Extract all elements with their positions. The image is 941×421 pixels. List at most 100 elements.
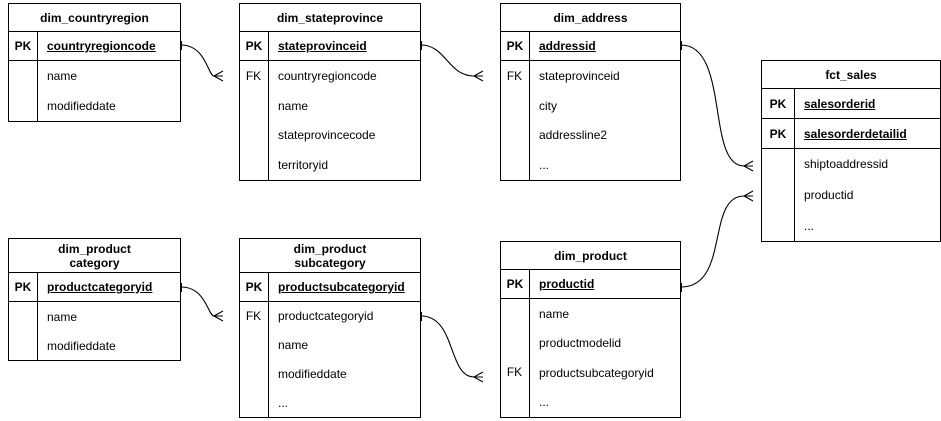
attribute-list: stateprovinceid city addressline2 ... bbox=[530, 61, 680, 180]
relationship-subcategory-product bbox=[420, 315, 475, 378]
key-row-addressid[interactable]: PK addressid bbox=[501, 32, 680, 61]
key-row-salesorderid[interactable]: PK salesorderid bbox=[762, 89, 940, 119]
relationship-address-fctsales bbox=[680, 44, 745, 167]
relationship-stateprovince-address bbox=[420, 44, 475, 77]
attribute-row: stateprovinceid bbox=[539, 68, 620, 83]
one-tick-stateprovince bbox=[417, 41, 426, 50]
entity-title-dim-countryregion: dim_countryregion bbox=[9, 4, 180, 32]
key-marker: PK bbox=[501, 32, 530, 60]
attribute-gutter: FK bbox=[240, 61, 269, 180]
attribute-gutter: FK bbox=[501, 61, 530, 180]
key-name-cell: productid bbox=[530, 277, 680, 291]
key-marker: PK bbox=[240, 32, 269, 60]
attribute-gutter bbox=[9, 302, 38, 360]
attribute-list: shiptoaddressid productid ... bbox=[795, 149, 940, 241]
attribute-section-dim-productsubcategory: FK productcategoryid name modifieddate .… bbox=[240, 302, 420, 417]
entity-title-dim-stateprovince: dim_stateprovince bbox=[240, 4, 420, 32]
crowfoot-stateprovince bbox=[213, 70, 224, 82]
attribute-list: name productmodelid productsubcategoryid… bbox=[530, 299, 680, 417]
key-marker: PK bbox=[9, 32, 38, 60]
one-tick-product bbox=[677, 283, 686, 292]
attribute-list: productcategoryid name modifieddate ... bbox=[269, 302, 420, 417]
foreign-key-marker: FK bbox=[506, 69, 523, 83]
attribute-section-fct-sales: shiptoaddressid productid ... bbox=[762, 149, 940, 241]
key-name-cell: salesorderid bbox=[795, 97, 940, 111]
one-tick-address bbox=[677, 41, 686, 50]
attribute-row: name bbox=[539, 306, 570, 321]
attribute-row: productsubcategoryid bbox=[539, 365, 654, 380]
entity-dim-stateprovince[interactable]: dim_stateprovince PK stateprovinceid FK … bbox=[239, 3, 421, 181]
attribute-row: name bbox=[278, 338, 309, 353]
key-name: salesorderid bbox=[804, 96, 876, 111]
key-name: salesorderdetailid bbox=[804, 126, 907, 141]
key-name: productcategoryid bbox=[47, 280, 153, 294]
crowfoot-subcategory bbox=[213, 310, 224, 322]
crowfoot-product bbox=[473, 371, 484, 383]
key-marker: PK bbox=[240, 273, 269, 301]
key-name: productsubcategoryid bbox=[278, 280, 405, 294]
key-row-productcategoryid[interactable]: PK productcategoryid bbox=[9, 273, 180, 302]
attribute-row: ... bbox=[278, 395, 289, 410]
key-row-countryregioncode[interactable]: PK countryregioncode bbox=[9, 32, 180, 61]
attribute-row: ... bbox=[539, 158, 550, 173]
entity-dim-address[interactable]: dim_address PK addressid FK stateprovinc… bbox=[500, 3, 681, 181]
attribute-section-dim-product: FK name productmodelid productsubcategor… bbox=[501, 299, 680, 417]
entity-title-line: fct_sales bbox=[825, 67, 877, 82]
entity-title-line: category bbox=[69, 255, 120, 270]
key-marker: PK bbox=[762, 119, 795, 148]
crowfoot-fctsales-product bbox=[743, 190, 754, 202]
attribute-row: modifieddate bbox=[278, 366, 347, 381]
key-name: addressid bbox=[539, 39, 596, 53]
entity-title-line: dim_product bbox=[293, 241, 367, 256]
entity-title-line: dim_product bbox=[554, 248, 627, 263]
foreign-key-marker: FK bbox=[506, 365, 523, 379]
entity-title-dim-product: dim_product bbox=[501, 242, 680, 270]
attribute-gutter bbox=[762, 149, 795, 241]
key-name: countryregioncode bbox=[47, 39, 156, 53]
entity-fct-sales[interactable]: fct_sales PK salesorderid PK salesorderd… bbox=[761, 60, 941, 242]
attribute-section-dim-countryregion: name modifieddate bbox=[9, 61, 180, 121]
attribute-row: addressline2 bbox=[539, 128, 608, 143]
key-marker: PK bbox=[9, 273, 38, 301]
foreign-key-marker: FK bbox=[245, 69, 262, 83]
entity-title-dim-productsubcategory: dim_product subcategory bbox=[240, 239, 420, 273]
attribute-list: name modifieddate bbox=[38, 302, 180, 360]
attribute-row: countryregioncode bbox=[278, 68, 377, 83]
entity-dim-countryregion[interactable]: dim_countryregion PK countryregioncode n… bbox=[8, 3, 181, 122]
entity-title-dim-address: dim_address bbox=[501, 4, 680, 32]
key-name-cell: productsubcategoryid bbox=[269, 280, 420, 294]
key-row-productid[interactable]: PK productid bbox=[501, 270, 680, 299]
one-tick-productsubcategory bbox=[417, 312, 426, 321]
attribute-gutter bbox=[9, 61, 38, 121]
attribute-row: name bbox=[47, 309, 78, 324]
attribute-row: productcategoryid bbox=[278, 309, 374, 324]
key-name-cell: productcategoryid bbox=[38, 280, 180, 294]
entity-title-fct-sales: fct_sales bbox=[762, 61, 940, 89]
entity-title-line: dim_address bbox=[553, 10, 628, 25]
key-row-stateprovinceid[interactable]: PK stateprovinceid bbox=[240, 32, 420, 61]
entity-dim-productcategory[interactable]: dim_product category PK productcategoryi… bbox=[8, 238, 181, 361]
attribute-row: stateprovincecode bbox=[278, 128, 376, 143]
key-name: stateprovinceid bbox=[278, 39, 367, 53]
key-marker: PK bbox=[501, 270, 530, 298]
attribute-row: modifieddate bbox=[47, 338, 116, 353]
key-name-cell: countryregioncode bbox=[38, 39, 180, 53]
attribute-section-dim-productcategory: name modifieddate bbox=[9, 302, 180, 360]
attribute-section-dim-address: FK stateprovinceid city addressline2 ... bbox=[501, 61, 680, 180]
key-row-salesorderdetailid[interactable]: PK salesorderdetailid bbox=[762, 119, 940, 149]
key-row-productsubcategoryid[interactable]: PK productsubcategoryid bbox=[240, 273, 420, 302]
attribute-list: name modifieddate bbox=[38, 61, 180, 121]
entity-title-line: dim_product bbox=[58, 241, 131, 256]
entity-title-line: dim_countryregion bbox=[40, 10, 149, 25]
attribute-row: name bbox=[278, 98, 309, 113]
entity-title-dim-productcategory: dim_product category bbox=[9, 239, 180, 273]
key-name-cell: salesorderdetailid bbox=[795, 127, 940, 141]
attribute-row: productid bbox=[804, 188, 854, 202]
entity-title-line: subcategory bbox=[294, 255, 366, 270]
entity-dim-product[interactable]: dim_product PK productid FK name product… bbox=[500, 241, 681, 418]
entity-dim-productsubcategory[interactable]: dim_product subcategory PK productsubcat… bbox=[239, 238, 421, 418]
foreign-key-marker: FK bbox=[245, 309, 262, 323]
attribute-list: countryregioncode name stateprovincecode… bbox=[269, 61, 420, 180]
key-name-cell: addressid bbox=[530, 39, 680, 53]
attribute-gutter: FK bbox=[240, 302, 269, 417]
